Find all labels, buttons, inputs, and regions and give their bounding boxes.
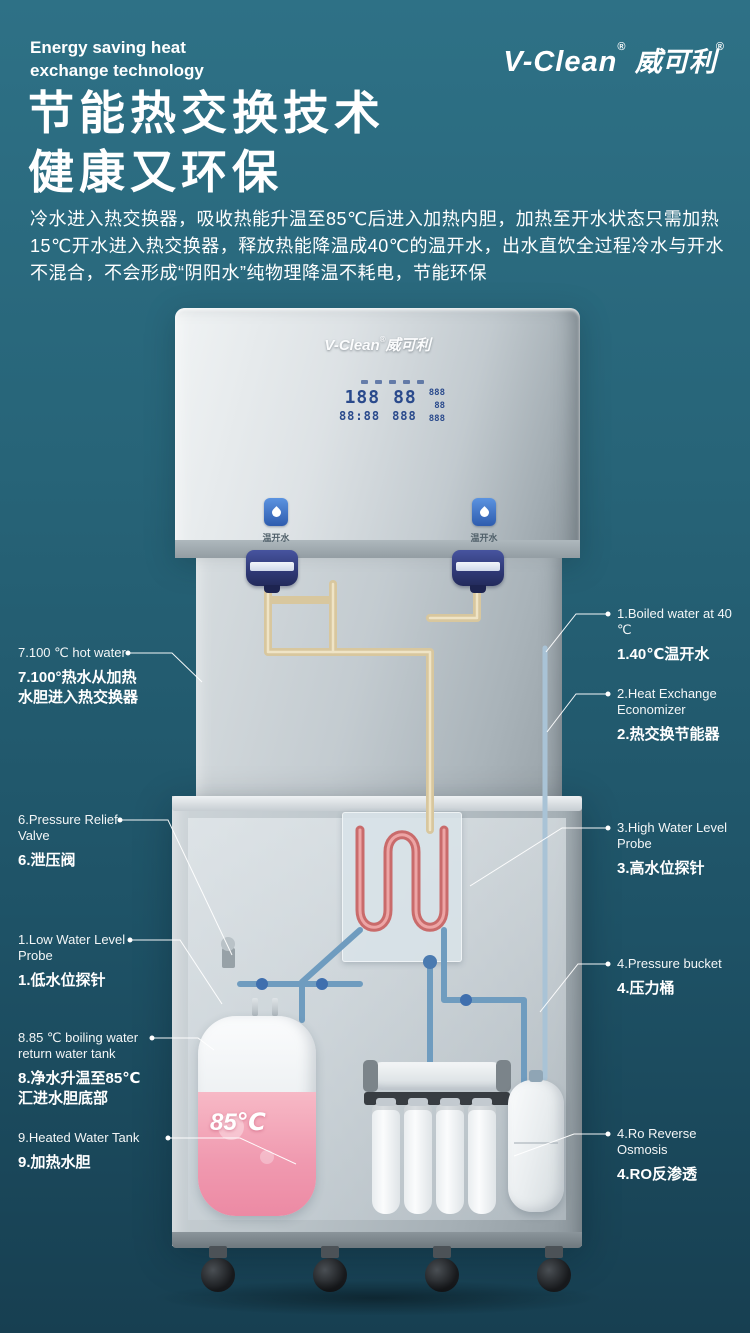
tagline: Energy saving heat exchange technology	[30, 36, 204, 82]
display-digit: 188	[344, 387, 381, 408]
display-digit: 88	[393, 387, 417, 408]
callout-return-water-tank: 8.85 ℃ boiling water return water tank 8…	[18, 1030, 140, 1109]
display-readouts: 188 88:88 88 888 888 88 888	[316, 388, 468, 424]
callout-pressure-relief-valve: 6.Pressure Relief Valve 6.泄压阀	[18, 812, 118, 871]
callout-cn: 9.加热水胆	[18, 1154, 91, 1171]
display-digit: 888	[428, 414, 446, 424]
heated-water-tank: 85℃	[198, 1016, 316, 1216]
display-status-icons	[316, 380, 468, 384]
control-display: 188 88:88 88 888 888 88 888	[316, 380, 468, 456]
callout-en: 4.Ro Reverse Osmosis	[617, 1126, 697, 1157]
dispense-button-right	[472, 498, 496, 526]
callout-low-water-level-probe: 1.Low Water Level Probe 1.低水位探针	[18, 932, 125, 991]
dispenser-middle-section	[196, 558, 562, 798]
callout-cn: 3.高水位探针	[617, 860, 705, 877]
water-spout-right	[452, 550, 504, 586]
callout-cn: 1.低水位探针	[18, 972, 106, 989]
callout-en: 7.100 ℃ hot water	[18, 645, 126, 660]
display-digit: 888	[392, 409, 417, 423]
display-digit: 88	[434, 401, 446, 411]
callout-heat-exchange-economizer: 2.Heat Exchange Economizer 2.热交换节能器	[617, 686, 720, 745]
machine-logo-en: V-Clean	[324, 337, 380, 354]
title-line2: 健康又环保	[28, 146, 283, 198]
callout-en: 6.Pressure Relief Valve	[18, 812, 118, 843]
callout-en: 2.Heat Exchange Economizer	[617, 686, 717, 717]
tagline-line2: exchange technology	[30, 61, 204, 80]
filter-cartridge	[372, 1098, 400, 1214]
callout-en: 1.Low Water Level Probe	[18, 932, 126, 963]
caster-wheel	[200, 1246, 236, 1292]
tap-label-left: 温开水	[262, 533, 290, 543]
filter-cartridge	[436, 1098, 464, 1214]
callout-pressure-bucket: 4.Pressure bucket 4.压力桶	[617, 956, 722, 999]
filter-cartridge	[468, 1098, 496, 1214]
registered-mark-icon: ®	[617, 41, 626, 53]
dispense-button-left	[264, 498, 288, 526]
callout-ro-reverse-osmosis: 4.Ro Reverse Osmosis 4.RO反渗透	[617, 1126, 750, 1185]
water-spout-left	[246, 550, 298, 586]
description-text: 冷水进入热交换器，吸收热能升温至85℃后进入加热内胆，加热至开水状态只需加热15…	[30, 209, 724, 283]
callout-high-water-level-probe: 3.High Water Level Probe 3.高水位探针	[617, 820, 727, 879]
title-line1: 节能热交换技术	[28, 87, 385, 139]
tank-temperature-label: 85℃	[210, 1109, 266, 1136]
machine-logo-cn: 威可利	[385, 337, 431, 354]
caster-wheel	[424, 1246, 460, 1292]
callout-boiled-water: 1.Boiled water at 40 ℃ 1.40℃温开水	[617, 606, 750, 665]
water-level-probe	[272, 998, 278, 1016]
callout-cn: 1.40℃温开水	[617, 646, 710, 663]
membrane-end-cap	[363, 1060, 378, 1092]
registered-mark-icon: ®	[379, 335, 386, 344]
filter-cartridge	[404, 1098, 432, 1214]
callout-en: 3.High Water Level Probe	[617, 820, 728, 851]
dispenser-top-unit	[175, 308, 580, 558]
machine-logo: V-Clean®威可利	[175, 334, 580, 355]
caster-wheel	[536, 1246, 572, 1292]
callout-cn: 4.压力桶	[617, 980, 675, 997]
callout-cn: 8.净水升温至85℃ 汇进水胆底部	[18, 1070, 141, 1107]
callout-cn: 2.热交换节能器	[617, 726, 720, 743]
caster-wheel	[312, 1246, 348, 1292]
brand-logo: V-Clean® 威可利®	[503, 40, 724, 79]
cabinet-base	[172, 1232, 582, 1248]
valves	[221, 937, 472, 1006]
pressure-bucket	[508, 1080, 564, 1212]
callout-heated-water-tank: 9.Heated Water Tank 9.加热水胆	[18, 1130, 139, 1173]
display-digit: 888	[428, 388, 446, 398]
registered-mark-icon: ®	[715, 41, 724, 53]
callout-cn: 7.100°热水从加热 水胆进入热交换器	[18, 669, 139, 706]
hot-water-pipes	[264, 580, 481, 834]
page-title: 节能热交换技术 健康又环保	[28, 84, 385, 202]
ro-membrane-housing	[363, 1060, 511, 1092]
tap-label-right: 温开水	[470, 533, 498, 543]
callout-cn: 4.RO反渗透	[617, 1166, 698, 1183]
tagline-line1: Energy saving heat	[30, 38, 186, 57]
brand-name-cn: 威可利	[634, 47, 716, 77]
pressure-relief-valve	[222, 948, 235, 968]
callout-en: 9.Heated Water Tank	[18, 1130, 140, 1145]
callout-en: 1.Boiled water at 40 ℃	[617, 606, 732, 637]
callout-hot-water: 7.100 ℃ hot water 7.100°热水从加热 水胆进入热交换器	[18, 645, 138, 708]
callout-en: 4.Pressure bucket	[617, 956, 722, 971]
membrane-end-cap	[496, 1060, 511, 1092]
brand-name-en: V-Clean	[503, 46, 618, 78]
callout-en: 8.85 ℃ boiling water return water tank	[18, 1030, 139, 1061]
callout-cn: 6.泄压阀	[18, 852, 76, 869]
cabinet-rim	[172, 796, 582, 811]
display-digit: 88:88	[338, 409, 381, 423]
hot-water-fill	[198, 1092, 316, 1216]
low-water-level-probe	[252, 998, 258, 1016]
heat-exchanger-coil	[355, 825, 449, 932]
floor-shadow	[150, 1280, 605, 1316]
